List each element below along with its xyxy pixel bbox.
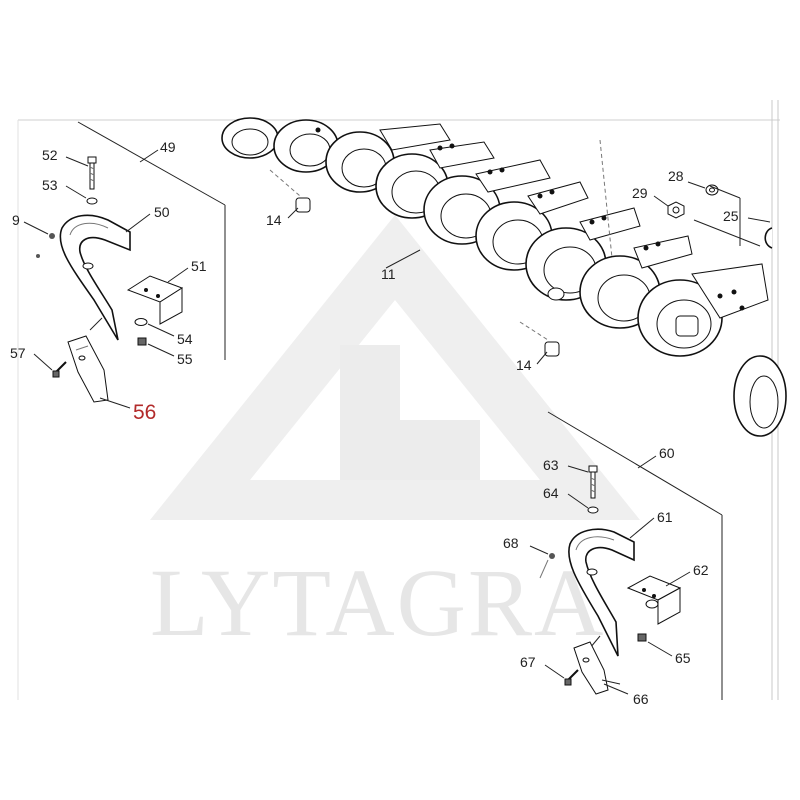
callout-67[interactable]: 67 — [520, 654, 536, 670]
tine-unit — [273, 119, 339, 173]
nut-29 — [667, 201, 685, 219]
spring-tine-50 — [59, 214, 131, 341]
bolt-63 — [588, 465, 598, 499]
watermark-logo: LYTAGRA — [150, 215, 640, 656]
callout-57[interactable]: 57 — [10, 345, 26, 361]
bracket-62 — [626, 575, 682, 625]
washer-54 — [134, 318, 148, 326]
callout-54[interactable]: 54 — [177, 331, 193, 347]
spring-tine-61 — [568, 528, 635, 657]
pin-9 — [36, 233, 55, 258]
callout-51[interactable]: 51 — [191, 258, 207, 274]
callout-49[interactable]: 49 — [160, 139, 176, 155]
leader-lines — [23, 156, 691, 685]
nut-55 — [137, 337, 147, 346]
bolt-52 — [87, 156, 97, 190]
tine-unit — [733, 355, 787, 437]
callout-63[interactable]: 63 — [543, 457, 559, 473]
callout-68[interactable]: 68 — [503, 535, 519, 551]
callout-62[interactable]: 62 — [693, 562, 709, 578]
callout-50[interactable]: 50 — [154, 204, 170, 220]
bolt-57 — [52, 361, 67, 378]
watermark-text: LYTAGRA — [150, 549, 605, 656]
callout-14-top[interactable]: 14 — [266, 212, 282, 228]
callout-55[interactable]: 55 — [177, 351, 193, 367]
tine-unit — [637, 263, 769, 357]
callout-14-bottom[interactable]: 14 — [516, 357, 532, 373]
bracket-51 — [126, 275, 184, 325]
callout-53[interactable]: 53 — [42, 177, 58, 193]
scraper-plate-66 — [573, 641, 629, 695]
callout-65[interactable]: 65 — [675, 650, 691, 666]
washer-53 — [86, 197, 98, 205]
callout-9[interactable]: 9 — [12, 212, 20, 228]
bushing-14-bottom — [519, 321, 560, 365]
callout-52[interactable]: 52 — [42, 147, 58, 163]
callout-61[interactable]: 61 — [657, 509, 673, 525]
assembly-group-49 — [77, 121, 226, 360]
bolt-67 — [544, 664, 579, 686]
callout-56[interactable]: 56 — [133, 401, 156, 424]
callout-11[interactable]: 11 — [381, 266, 396, 282]
assembly-group-60 — [547, 411, 723, 700]
spring-tine-row-11 — [221, 117, 787, 437]
group-25 — [693, 185, 773, 249]
callout-labels: 52 53 49 50 51 9 54 55 57 56 14 11 14 28… — [10, 139, 739, 707]
callout-60[interactable]: 60 — [659, 445, 675, 461]
scraper-plate-56 — [67, 335, 109, 403]
pin-68 — [529, 545, 555, 579]
washer-64 — [587, 506, 599, 514]
bushing-14-top — [269, 169, 311, 219]
callout-29[interactable]: 29 — [632, 185, 648, 201]
callout-25[interactable]: 25 — [723, 208, 739, 224]
tine-unit — [221, 117, 279, 159]
callout-66[interactable]: 66 — [633, 691, 649, 707]
callout-64[interactable]: 64 — [543, 485, 559, 501]
callout-28[interactable]: 28 — [668, 168, 684, 184]
nut-65 — [637, 633, 647, 642]
